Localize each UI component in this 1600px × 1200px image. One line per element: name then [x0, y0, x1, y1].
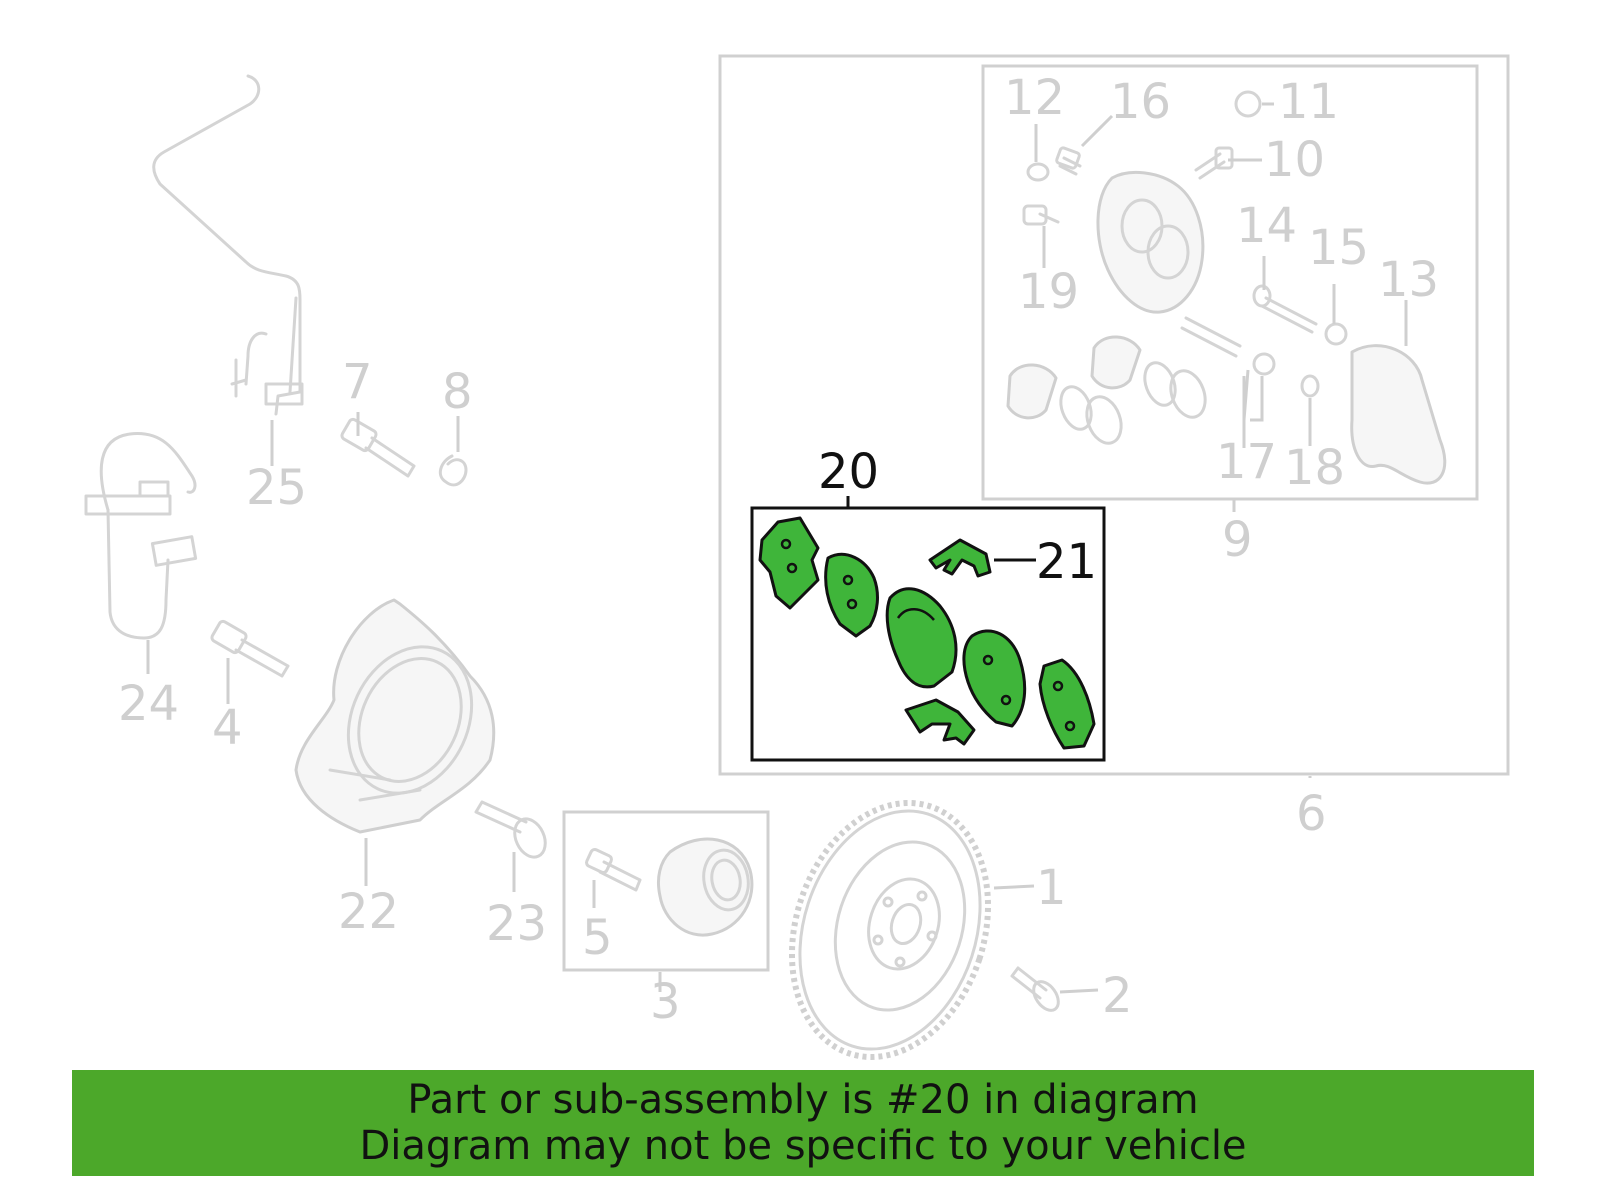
callout-11: 11	[1278, 74, 1339, 130]
callout-19: 19	[1018, 264, 1079, 320]
callout-labels: 25 7 8 24 4 22 23 5 3 1 2 6 9 12 16 11 1…	[118, 70, 1439, 1030]
callout-14: 14	[1236, 198, 1297, 254]
assembly-box-9	[981, 64, 1479, 501]
callout-1: 1	[1036, 860, 1067, 916]
callout-24: 24	[118, 676, 179, 732]
brake-rotor	[788, 799, 992, 1061]
callout-22: 22	[338, 884, 399, 940]
callout-3: 3	[650, 974, 681, 1030]
callout-18: 18	[1284, 440, 1345, 496]
callout-25: 25	[246, 460, 307, 516]
assembly-box-20	[750, 506, 1106, 762]
abs-sensor	[84, 432, 198, 640]
callout-2: 2	[1102, 968, 1133, 1024]
callout-16: 16	[1110, 74, 1171, 130]
callout-15: 15	[1308, 220, 1369, 276]
callout-7: 7	[342, 354, 373, 410]
callout-10: 10	[1264, 132, 1325, 188]
assembly-box-6	[718, 54, 1510, 776]
part-info-banner: Part or sub-assembly is #20 in diagram D…	[72, 1070, 1534, 1176]
dust-shield	[294, 598, 496, 834]
callout-23: 23	[486, 896, 547, 952]
bolt-23	[474, 800, 547, 859]
callout-6: 6	[1296, 786, 1327, 842]
brake-pad-set-highlight	[758, 516, 1096, 750]
callout-21: 21	[1036, 534, 1097, 590]
bolt-4	[210, 619, 290, 678]
bolt-7	[340, 417, 416, 478]
callout-17: 17	[1216, 434, 1277, 490]
assembly-box-3	[562, 810, 770, 972]
callout-13: 13	[1378, 252, 1439, 308]
bolt-2	[1010, 966, 1060, 1012]
hub-bearing	[585, 837, 754, 937]
callout-8: 8	[442, 364, 473, 420]
callout-5: 5	[582, 910, 613, 966]
callout-4: 4	[212, 700, 243, 756]
callout-20: 20	[818, 444, 879, 500]
brake-line	[152, 74, 304, 416]
callout-12: 12	[1004, 70, 1065, 126]
banner-line-1: Part or sub-assembly is #20 in diagram	[407, 1077, 1199, 1123]
banner-line-2: Diagram may not be specific to your vehi…	[359, 1123, 1247, 1169]
clip-8	[438, 454, 468, 487]
leader-lines	[146, 102, 1408, 994]
callout-9: 9	[1222, 512, 1253, 568]
caliper-parts	[1006, 90, 1447, 485]
